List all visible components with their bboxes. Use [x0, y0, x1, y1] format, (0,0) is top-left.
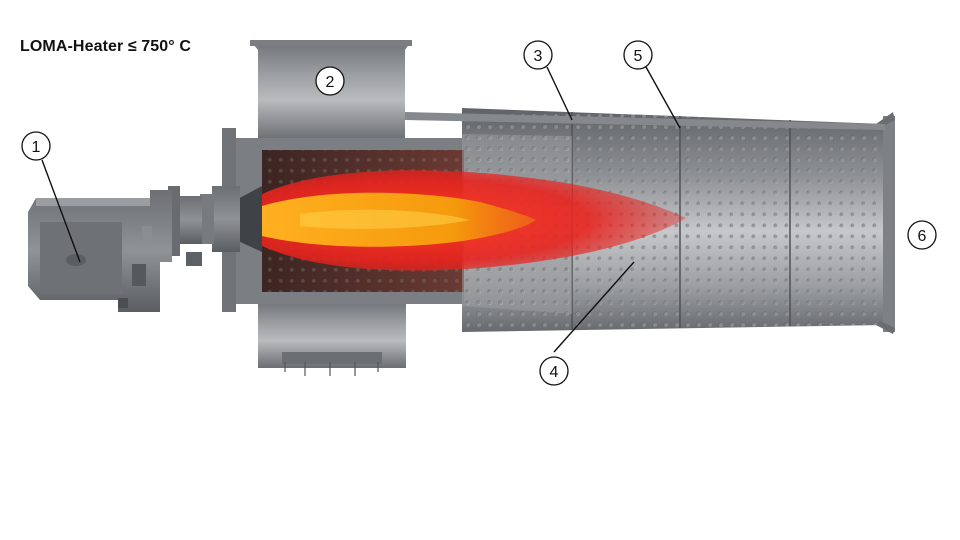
callout-1: 1 [21, 131, 51, 161]
diagram-title: LOMA-Heater ≤ 750° C [20, 38, 191, 55]
callout-2-label: 2 [326, 74, 335, 91]
callout-3: 3 [523, 40, 553, 70]
callout-1-label: 1 [32, 139, 41, 156]
callout-4: 4 [539, 356, 569, 386]
callout-3-label: 3 [534, 48, 543, 65]
flame [258, 170, 686, 271]
callout-5-label: 5 [634, 48, 643, 65]
callout-5: 5 [623, 40, 653, 70]
callout-6: 6 [907, 220, 937, 250]
callout-leaders [41, 66, 681, 353]
callout-2: 2 [315, 66, 345, 96]
callout-6-label: 6 [918, 228, 927, 245]
callout-4-label: 4 [550, 364, 559, 381]
